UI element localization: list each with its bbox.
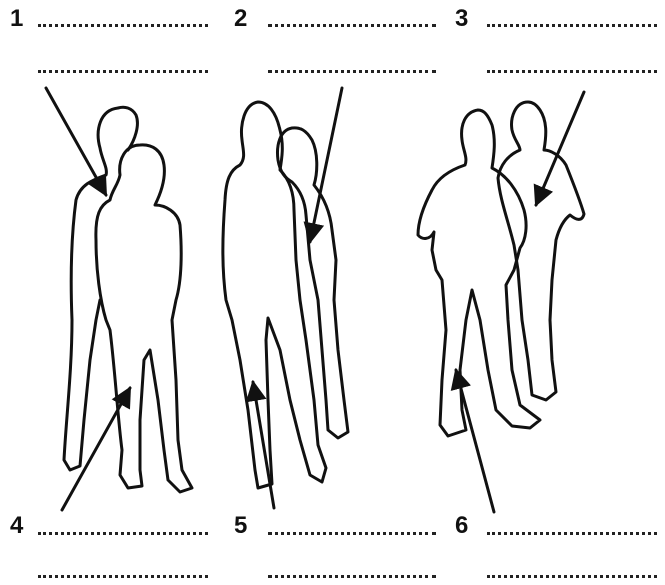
arrow-1 [46,88,106,195]
arrow-6 [456,370,494,512]
figure-1-front [96,145,192,492]
figure-3-front [418,110,540,436]
figure-2-front [223,102,326,488]
arrow-2 [310,88,342,242]
arrow-4 [62,388,130,510]
